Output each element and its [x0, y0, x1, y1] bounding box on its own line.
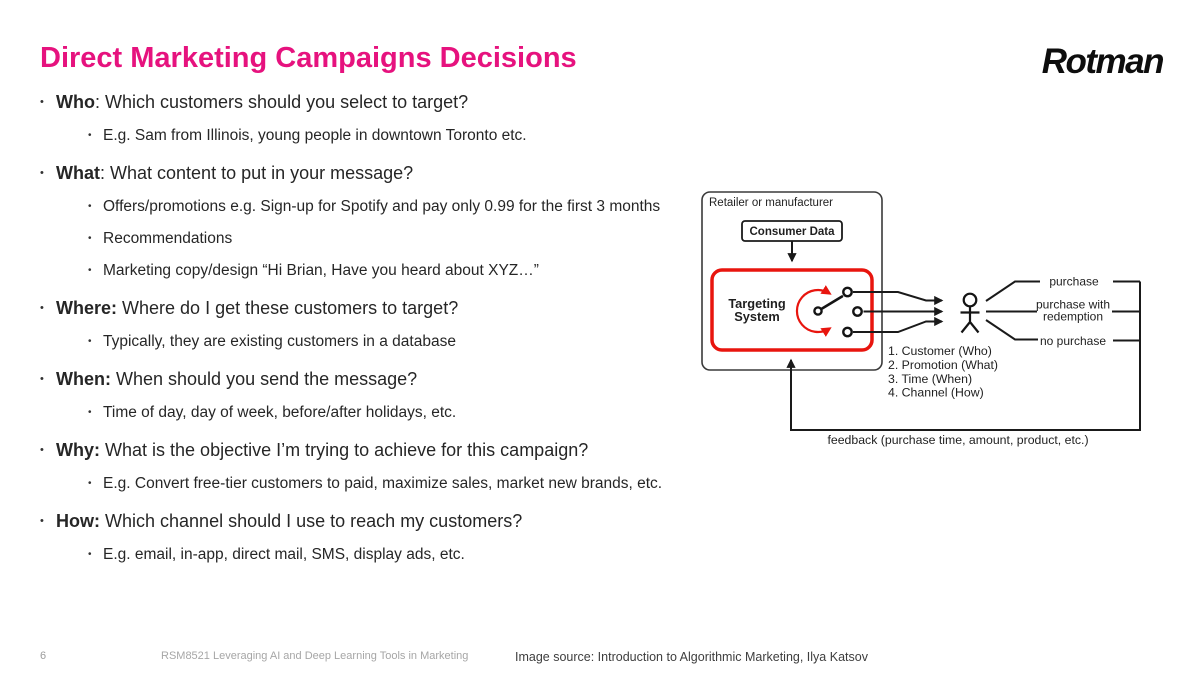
bullet-dot-icon: [40, 161, 56, 185]
decision-list-item: 3. Time (When): [888, 372, 972, 386]
bullet-dot-icon: [40, 438, 56, 462]
bullet-dot-icon: [40, 367, 56, 391]
bullet-text: E.g. Sam from Illinois, young people in …: [103, 127, 527, 144]
bullet-dot-icon: [40, 509, 56, 533]
bullet-text: When: When should you send the message?: [56, 369, 418, 389]
list-item: Marketing copy/design “Hi Brian, Have yo…: [40, 260, 688, 281]
feedback-loop-arrow: [786, 281, 1141, 431]
list-item: E.g. Convert free-tier customers to paid…: [40, 473, 688, 494]
bullet-text: Who: Which customers should you select t…: [56, 92, 469, 112]
bullet-text: Marketing copy/design “Hi Brian, Have yo…: [103, 262, 539, 279]
list-item: E.g. Sam from Illinois, young people in …: [40, 125, 688, 146]
switch-contact: [842, 286, 853, 298]
bullet-dot-icon: [88, 260, 103, 281]
bullet-dot-icon: [88, 473, 103, 494]
bullet-text: Typically, they are existing customers i…: [103, 333, 456, 350]
page-title: Direct Marketing Campaigns Decisions: [40, 42, 577, 74]
rotman-logo: Rotman: [1041, 42, 1165, 81]
list-item: Offers/promotions e.g. Sign-up for Spoti…: [40, 196, 688, 217]
decision-list-item: 1. Customer (Who): [888, 344, 992, 358]
list-item: Where: Where do I get these customers to…: [40, 296, 688, 320]
consumer-data-label: Consumer Data: [750, 226, 836, 238]
bullet-dot-icon: [88, 402, 103, 423]
list-item: How: Which channel should I use to reach…: [40, 509, 688, 533]
bullet-dot-icon: [88, 125, 103, 146]
list-item: Time of day, day of week, before/after h…: [40, 402, 688, 423]
decision-list-item: 4. Channel (How): [888, 386, 984, 400]
footer-course: RSM8521 Leveraging AI and Deep Learning …: [161, 650, 469, 662]
outcome-label: purchase: [1049, 275, 1099, 289]
person-icon: [960, 292, 980, 334]
bullet-list: Who: Which customers should you select t…: [40, 90, 688, 565]
bullet-text: Time of day, day of week, before/after h…: [103, 404, 457, 421]
outcome-label: purchase with: [1036, 298, 1110, 312]
decision-arrow: [853, 316, 944, 333]
bullet-dot-icon: [40, 296, 56, 320]
bullet-dot-icon: [88, 228, 103, 249]
image-source: Image source: Introduction to Algorithmi…: [515, 650, 868, 664]
outcome-line: [1112, 280, 1140, 342]
bullet-text: Where: Where do I get these customers to…: [56, 298, 459, 318]
bullet-text: E.g. email, in-app, direct mail, SMS, di…: [103, 546, 465, 563]
switch-rotation-arc: [795, 285, 832, 337]
bullet-text: Why: What is the objective I’m trying to…: [56, 440, 589, 460]
list-item: Recommendations: [40, 228, 688, 249]
bullet-dot-icon: [88, 544, 103, 565]
list-item: Who: Which customers should you select t…: [40, 90, 688, 114]
decision-list-item: 2. Promotion (What): [888, 358, 998, 372]
switch-contact: [852, 306, 863, 317]
list-item: What: What content to put in your messag…: [40, 161, 688, 185]
bullet-text: Recommendations: [103, 230, 233, 247]
bullet-text: How: Which channel should I use to reach…: [56, 511, 523, 531]
bullet-text: Offers/promotions e.g. Sign-up for Spoti…: [103, 198, 661, 215]
bullet-dot-icon: [88, 331, 103, 352]
outcome-line: [985, 280, 1040, 302]
targeting-system-label: Targeting: [728, 296, 785, 311]
decision-arrow: [853, 291, 944, 306]
outcome-label: no purchase: [1040, 334, 1106, 348]
retailer-box-label: Retailer or manufacturer: [709, 197, 833, 209]
switch-pivot: [813, 306, 823, 316]
bullet-text: What: What content to put in your messag…: [56, 163, 414, 183]
switch-contact: [842, 326, 853, 338]
list-item: Why: What is the objective I’m trying to…: [40, 438, 688, 462]
bullet-dot-icon: [40, 90, 56, 114]
targeting-system-label: System: [734, 309, 780, 324]
list-item: Typically, they are existing customers i…: [40, 331, 688, 352]
targeting-diagram: Retailer or manufacturer Consumer Data T…: [701, 191, 1141, 447]
page-number: 6: [40, 650, 47, 662]
outcome-label: redemption: [1043, 310, 1103, 324]
list-item: When: When should you send the message?: [40, 367, 688, 391]
bullet-text: E.g. Convert free-tier customers to paid…: [103, 475, 663, 492]
feedback-label: feedback (purchase time, amount, product…: [827, 433, 1088, 447]
outcome-line: [985, 319, 1038, 341]
bullet-dot-icon: [88, 196, 103, 217]
targeting-system-box: [710, 268, 874, 352]
list-item: E.g. email, in-app, direct mail, SMS, di…: [40, 544, 688, 565]
